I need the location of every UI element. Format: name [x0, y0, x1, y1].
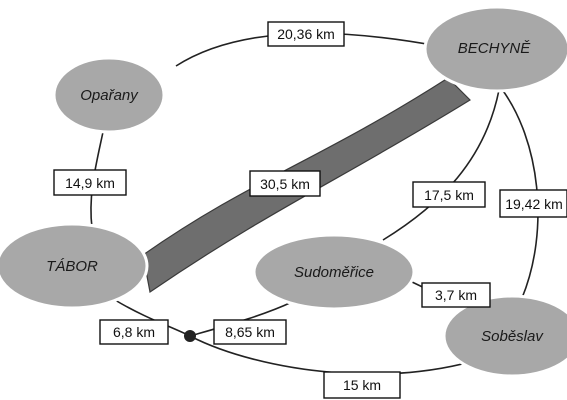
distance-box: [323, 371, 401, 399]
distance-box: [99, 319, 169, 345]
node-bechyne-shape: [423, 5, 567, 93]
junction-dot: [184, 330, 196, 342]
distance-text: 19,42 km: [505, 196, 563, 212]
node-sobeslav-shape: [442, 294, 567, 378]
distance-text: 14,9 km: [65, 175, 115, 191]
road-bechyne-sudomerice: [382, 89, 500, 241]
distance-label-junction-sobeslav: 15 km: [323, 371, 401, 399]
distance-label-tabor-junction: 6,8 km: [99, 319, 169, 345]
distance-text: 3,7 km: [435, 287, 477, 303]
distance-box: [267, 21, 345, 47]
node-bechyne-label: BECHYNĚ: [458, 40, 532, 57]
node-oparany-shape: [52, 56, 166, 134]
distance-text: 20,36 km: [277, 26, 335, 42]
distance-text: 15 km: [343, 377, 381, 393]
distance-text: 8,65 km: [225, 324, 275, 340]
distance-label-oparany-bechyne: 20,36 km: [267, 21, 345, 47]
distance-box: [421, 282, 491, 308]
distance-box: [499, 189, 567, 218]
distance-box: [53, 169, 127, 196]
node-tabor-label: TÁBOR: [46, 258, 98, 275]
distance-label-bechyne-sudomerice: 17,5 km: [412, 181, 486, 208]
node-sudomerice-label: Sudoměřice: [294, 264, 374, 281]
node-oparany-label: Opařany: [80, 87, 139, 104]
road-bechyne-sobeslav: [500, 87, 539, 299]
distance-label-junction-sudomerice: 8,65 km: [213, 319, 287, 345]
distance-text: 30,5 km: [260, 176, 310, 192]
node-sudomerice: Sudoměřice: [252, 233, 416, 311]
distance-box: [249, 170, 321, 197]
distance-label-bechyne-sobeslav: 19,42 km: [499, 189, 567, 218]
distance-box: [213, 319, 287, 345]
node-tabor-shape: [0, 222, 149, 310]
distance-text: 17,5 km: [424, 187, 474, 203]
node-sobeslav: Soběslav: [442, 294, 567, 378]
distance-label-tabor-bechyne: 30,5 km: [249, 170, 321, 197]
distance-label-sudomerice-sobeslav: 3,7 km: [421, 282, 491, 308]
node-sudomerice-shape: [252, 233, 416, 311]
distance-text: 6,8 km: [113, 324, 155, 340]
node-oparany: Opařany: [52, 56, 166, 134]
node-sobeslav-label: Soběslav: [481, 328, 544, 345]
distance-box: [412, 181, 486, 208]
distance-label-oparany-tabor: 14,9 km: [53, 169, 127, 196]
node-bechyne: BECHYNĚ: [423, 5, 567, 93]
node-tabor: TÁBOR: [0, 222, 149, 310]
